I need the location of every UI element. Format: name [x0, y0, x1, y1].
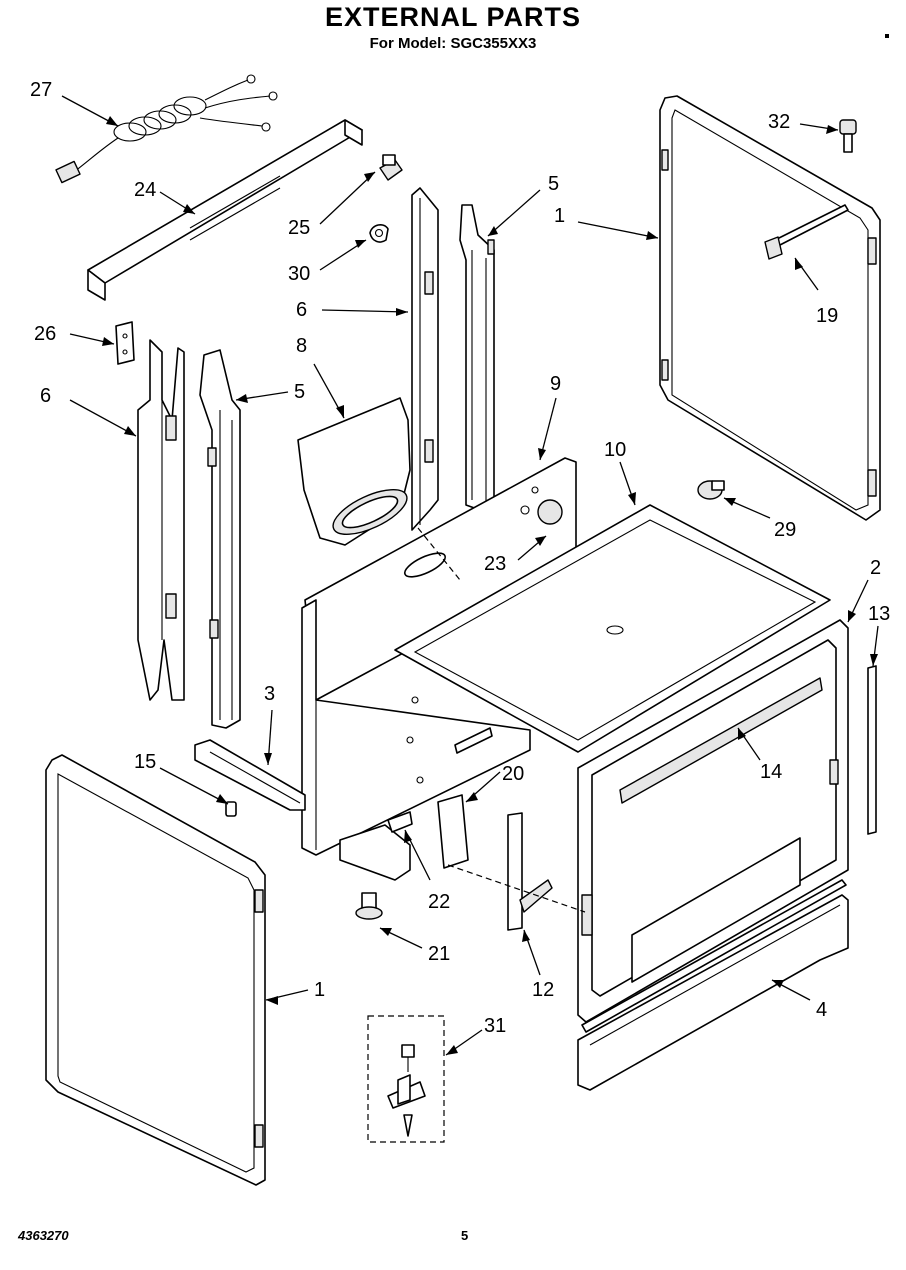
part-1-left-side-panel [45, 754, 266, 1186]
corner-mark [885, 34, 889, 38]
callout-8: 8 [296, 335, 307, 357]
part-30-clamp [369, 224, 389, 243]
part-4-lower-trim [577, 879, 849, 1091]
part-6-right-rail [411, 187, 439, 531]
page-number: 5 [461, 1228, 469, 1243]
part-oven-body [301, 599, 531, 856]
part-15-screw [225, 801, 237, 817]
part-22-wing-clip [387, 811, 413, 833]
part-1-right-side-panel [659, 95, 881, 521]
callout-1-right: 1 [554, 205, 565, 227]
part-8-vent-duct [297, 397, 411, 546]
part-2-front-frame [577, 619, 849, 1023]
callout-22: 22 [428, 891, 450, 913]
callout-24: 24 [134, 179, 156, 201]
part-25-clip [379, 154, 403, 181]
callout-26: 26 [34, 323, 56, 345]
callout-9: 9 [550, 373, 561, 395]
part-13-trim-strip [867, 665, 877, 835]
callout-4: 4 [816, 999, 827, 1021]
part-19-sensor-probe [764, 204, 849, 260]
part-base-rail [339, 824, 411, 881]
part-26-bracket [115, 321, 135, 365]
page-title: EXTERNAL PARTS [324, 2, 582, 32]
callout-13: 13 [868, 603, 890, 625]
callout-15: 15 [134, 751, 156, 773]
part-27-power-cord [55, 74, 278, 184]
part-12-hinge [507, 812, 553, 931]
document-number: 4363270 [18, 1228, 69, 1243]
part-32-terminal [839, 119, 857, 153]
callout-27: 27 [30, 79, 52, 101]
callout-10: 10 [604, 439, 626, 461]
callout-labels: 27 24 25 30 5 6 32 1 19 26 6 5 8 9 10 23… [30, 79, 890, 1037]
callout-20: 20 [502, 763, 524, 785]
callout-21: 21 [428, 943, 450, 965]
part-5-left-side-rail [199, 349, 241, 729]
callout-6-lower: 6 [40, 385, 51, 407]
part-6-left-rail [137, 339, 185, 701]
callout-5-lower: 5 [294, 381, 305, 403]
part-31-anti-tip-kit [367, 1015, 445, 1143]
leader-arrowheads [102, 116, 878, 1055]
callout-29: 29 [774, 519, 796, 541]
callout-14: 14 [760, 761, 782, 783]
part-29-knob [697, 480, 725, 500]
callout-6-upper: 6 [296, 299, 307, 321]
callout-23: 23 [484, 553, 506, 575]
part-3-lower-bracket [194, 739, 306, 811]
callout-30: 30 [288, 263, 310, 285]
callout-1-left: 1 [314, 979, 325, 1001]
model-subtitle: For Model: SGC355XX3 [369, 35, 537, 52]
callout-25: 25 [288, 217, 310, 239]
callout-32: 32 [768, 111, 790, 133]
part-24-top-trim [87, 119, 363, 301]
callout-19: 19 [816, 305, 838, 327]
callout-3: 3 [264, 683, 275, 705]
callout-12: 12 [532, 979, 554, 1001]
part-20-bracket [437, 794, 469, 869]
part-21-leveling-leg [355, 892, 383, 920]
callout-31: 31 [484, 1015, 506, 1037]
callout-2: 2 [870, 557, 881, 579]
part-9-back-panel [304, 457, 577, 701]
part-10-cooktop-panel [394, 504, 831, 753]
callout-5-upper: 5 [548, 173, 559, 195]
part-5-right-side-rail [459, 204, 495, 511]
